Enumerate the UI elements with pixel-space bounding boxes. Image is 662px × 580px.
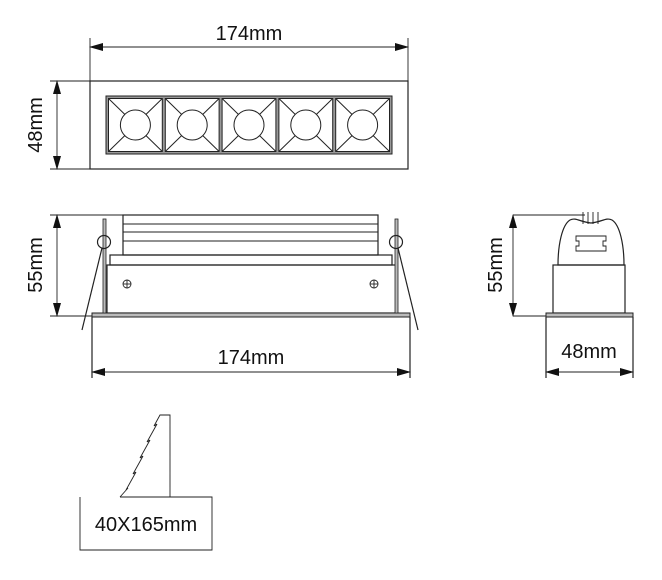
fixture-body xyxy=(106,264,397,314)
spring-clip-right xyxy=(388,218,419,331)
screw-icon xyxy=(369,279,379,289)
heatsink xyxy=(122,214,379,256)
led-cell xyxy=(335,98,391,152)
led-cell xyxy=(164,98,220,152)
cutout-diagram: 40X165mm xyxy=(79,414,213,551)
screw-icon xyxy=(122,279,132,289)
driver-housing xyxy=(557,218,625,266)
flange xyxy=(91,312,411,318)
end-width-label: 48mm xyxy=(561,341,617,363)
led-cell xyxy=(221,98,277,152)
led-cell xyxy=(108,98,163,152)
cutout-label: 40X165mm xyxy=(95,514,197,536)
led-cell xyxy=(278,98,334,152)
side-view: 55mm 174mm xyxy=(25,214,419,378)
end-view: 55mm 48mm xyxy=(485,212,634,378)
end-height-label: 55mm xyxy=(485,237,507,293)
top-width-label: 174mm xyxy=(216,23,283,45)
spring-clip-left xyxy=(81,218,112,331)
fixture-outline xyxy=(89,80,409,170)
top-height-label: 48mm xyxy=(25,97,47,153)
side-height-label: 55mm xyxy=(25,237,47,293)
side-width-label: 174mm xyxy=(218,347,285,369)
top-view: 174mm 48mm xyxy=(25,23,409,170)
